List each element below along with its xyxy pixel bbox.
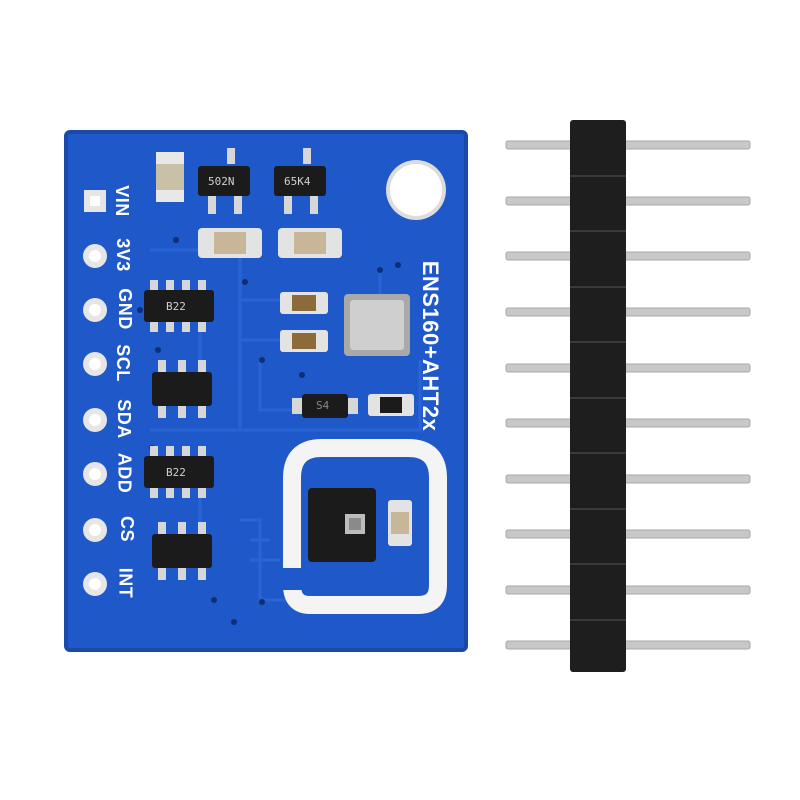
ic-2 [152, 522, 212, 580]
transistor-1 [198, 148, 250, 214]
ens160-sensor [344, 294, 410, 356]
pin-label-3v3: 3V3 [112, 238, 133, 272]
capacitor-pair [198, 228, 342, 258]
transistor-2 [274, 148, 326, 214]
resistor-right [368, 394, 414, 416]
aht2x-sensor [308, 488, 376, 562]
pin-label-scl: SCL [112, 344, 133, 382]
diode-s4 [292, 394, 358, 418]
resistor-array-1-marking: B22 [166, 300, 186, 313]
board-title: ENS160+AHT2x [418, 260, 443, 432]
pin-label-sda: SDA [113, 399, 134, 439]
diode-marking: S4 [316, 399, 330, 412]
pin-label-cs: CS [117, 515, 138, 543]
pin-label-add: ADD [114, 452, 135, 494]
resistor-array-2 [144, 446, 214, 498]
pin-label-gnd: GND [114, 288, 135, 330]
pin-label-vin: VIN [111, 185, 132, 217]
pin-label-int: INT [115, 567, 136, 599]
pin-holes [83, 190, 107, 596]
resistor-array-1 [144, 280, 214, 332]
transistor-1-marking: 502N [208, 175, 235, 188]
pin-header [505, 120, 751, 672]
capacitor-top-left [156, 152, 184, 202]
transistor-2-marking: 65K4 [284, 175, 311, 188]
ic-1 [152, 360, 212, 418]
capacitor-aht [388, 500, 412, 546]
mounting-hole [386, 160, 446, 220]
small-resistors [280, 292, 328, 352]
isolation-slot [282, 439, 447, 614]
resistor-array-2-marking: B22 [166, 466, 186, 479]
